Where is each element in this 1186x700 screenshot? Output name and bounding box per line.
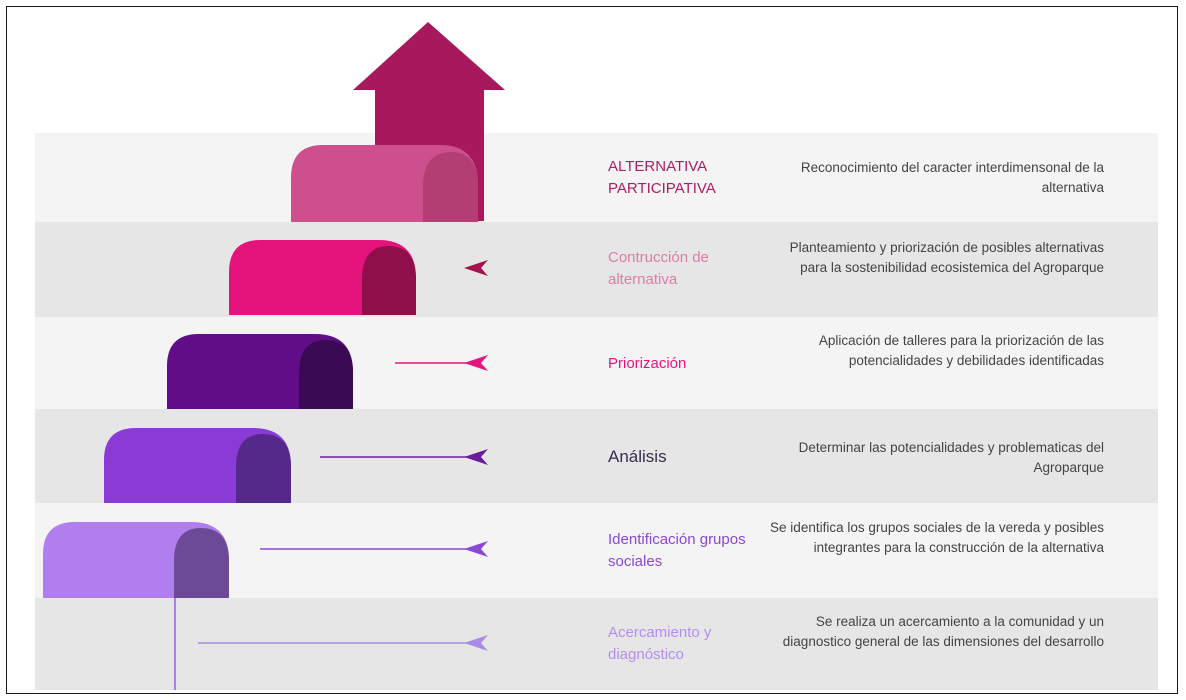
row-band-1: [35, 133, 1158, 222]
step-identificacion: [43, 522, 229, 690]
row-band-2: [35, 222, 1158, 317]
step-desc-participativa: Reconocimiento del caracter interdimenso…: [800, 160, 1104, 195]
step-label-participativa: ALTERNATIVA PARTICIPATIVA: [608, 158, 716, 197]
step-analisis: [104, 428, 291, 598]
step-desc-identificacion: Se identifica los grupos sociales de la …: [770, 520, 1104, 555]
step-desc-analisis: Determinar las potencialidades y problem…: [798, 440, 1104, 475]
step-contruccion: [229, 240, 416, 409]
step-desc-contruccion: Planteamiento y priorización de posibles…: [789, 240, 1104, 275]
connector-6: [198, 635, 488, 651]
step-label-identificacion: Identificación grupos sociales: [608, 531, 746, 570]
connector-5: [260, 541, 488, 557]
step-label-acercamiento: Acercamiento y diagnóstico: [608, 624, 712, 663]
step-label-contruccion: Contrucción de alternativa: [608, 249, 709, 288]
step-priorizacion: [167, 334, 353, 503]
connector-2: [464, 260, 488, 276]
step-label-priorizacion: Priorización: [608, 355, 687, 372]
step-participativa: [291, 145, 478, 317]
step-label-analisis: Análisis: [608, 447, 667, 466]
connector-4: [320, 449, 488, 465]
step-desc-acercamiento: Se realiza un acercamiento a la comunida…: [782, 614, 1104, 649]
row-band-6: [35, 598, 1158, 690]
connector-3: [395, 355, 488, 371]
step-desc-priorizacion: Aplicación de talleres para la priorizac…: [818, 333, 1104, 368]
